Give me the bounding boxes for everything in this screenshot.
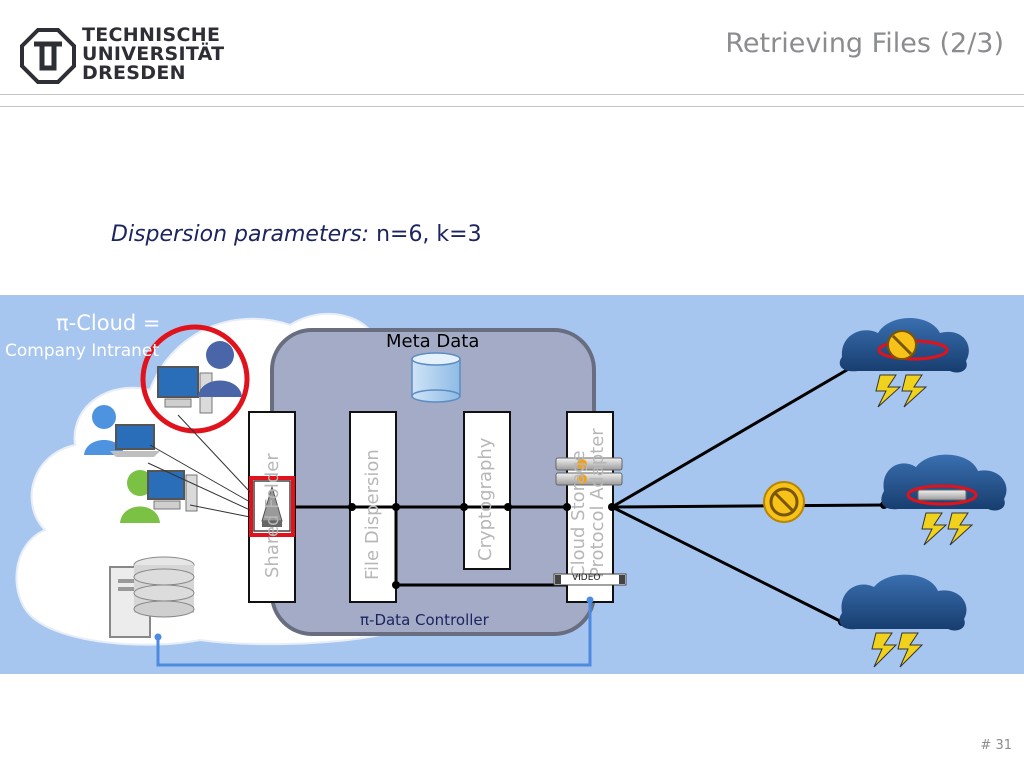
logo-line-1: TECHNISCHE bbox=[82, 24, 221, 46]
cryptography-column bbox=[463, 411, 511, 570]
cloud-title: π-Cloud = bbox=[56, 311, 161, 335]
user-avatar-green-icon bbox=[120, 470, 160, 523]
desktop-computer-2-icon bbox=[147, 470, 198, 512]
video-chunk-strip-icon bbox=[553, 573, 627, 586]
storm-cloud-3-icon bbox=[839, 574, 967, 668]
column-label-protocol-adapter: Protocol Adapter bbox=[587, 428, 608, 578]
architecture-diagram bbox=[15, 312, 1007, 668]
storm-cloud-2-icon bbox=[881, 454, 1007, 546]
column-label-file-dispersion: File Dispersion bbox=[362, 449, 383, 580]
database-stack-icon bbox=[133, 556, 195, 618]
params-label: Dispersion parameters: bbox=[111, 222, 370, 247]
blocked-connection-icon bbox=[763, 481, 805, 523]
storm-cloud-1-icon bbox=[839, 318, 969, 408]
highlighted-file-box bbox=[249, 476, 295, 537]
cloud-subtitle: Company Intranet bbox=[5, 341, 160, 361]
controller-name: π-Data Controller bbox=[360, 611, 489, 629]
column-label-cryptography: Cryptography bbox=[475, 437, 496, 561]
video-label: VIDEO bbox=[572, 573, 601, 583]
university-name: TECHNISCHE UNIVERSITÄT DRESDEN bbox=[82, 26, 224, 83]
meta-data-label: Meta Data bbox=[386, 331, 480, 352]
dispersion-parameters: Dispersion parameters: n=6, k=3 bbox=[111, 222, 482, 247]
encrypted-chunk-icons bbox=[555, 457, 623, 486]
column-label-cloud-storage: Cloud Storage bbox=[568, 450, 589, 578]
page-number: # 31 bbox=[980, 738, 1012, 753]
tu-dresden-logo-icon bbox=[20, 28, 76, 84]
column-label-shared-folder: Shared Folder bbox=[262, 453, 283, 578]
user-avatar-navy-icon bbox=[198, 341, 242, 397]
red-highlight-circle bbox=[140, 324, 250, 434]
return-path-line bbox=[156, 600, 592, 667]
logo-line-3: DRESDEN bbox=[82, 62, 186, 84]
video-file-icon bbox=[253, 480, 291, 532]
params-value: n=6, k=3 bbox=[376, 222, 482, 247]
header-divider-top bbox=[0, 94, 1024, 95]
header-divider-bottom bbox=[0, 106, 1024, 107]
meta-data-database-icon bbox=[411, 352, 461, 403]
logo-line-2: UNIVERSITÄT bbox=[82, 43, 225, 65]
slide-title: Retrieving Files (2/3) bbox=[725, 28, 1004, 59]
laptop-computer-icon bbox=[110, 424, 160, 457]
